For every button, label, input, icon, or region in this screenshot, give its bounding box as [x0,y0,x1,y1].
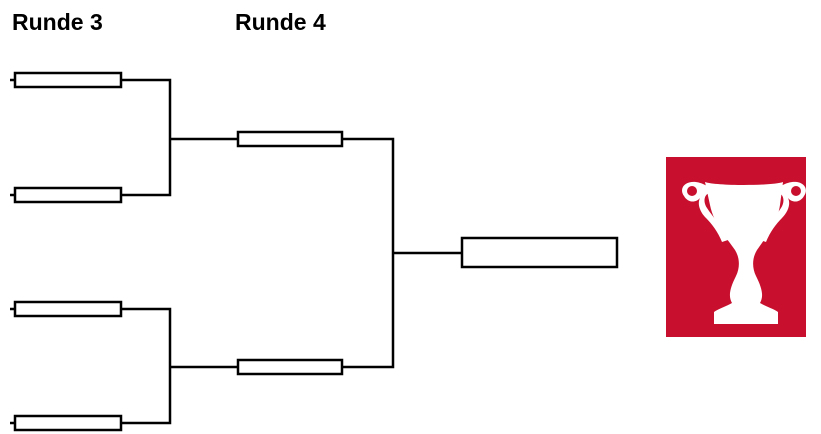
bracket-slots [13,71,619,432]
round-3-slot-3 [13,300,123,318]
connector-r4 [342,137,395,369]
round-4-slot-2 [236,358,344,376]
trophy-icon [666,157,806,337]
connector-r3-top [121,78,172,197]
round-3-slot-1 [13,71,123,89]
round-4-heading: Runde 4 [235,9,326,35]
round-3-slot-4 [13,414,123,432]
round-3-lead-stubs [10,78,15,425]
trophy-cup [682,181,806,324]
final-slot [460,236,619,269]
round-4-slot-1 [236,130,344,148]
bracket-connectors [10,78,462,425]
round-3-slot-2 [13,186,123,204]
connector-r3-bottom [121,307,172,425]
round-3-heading: Runde 3 [12,9,103,35]
